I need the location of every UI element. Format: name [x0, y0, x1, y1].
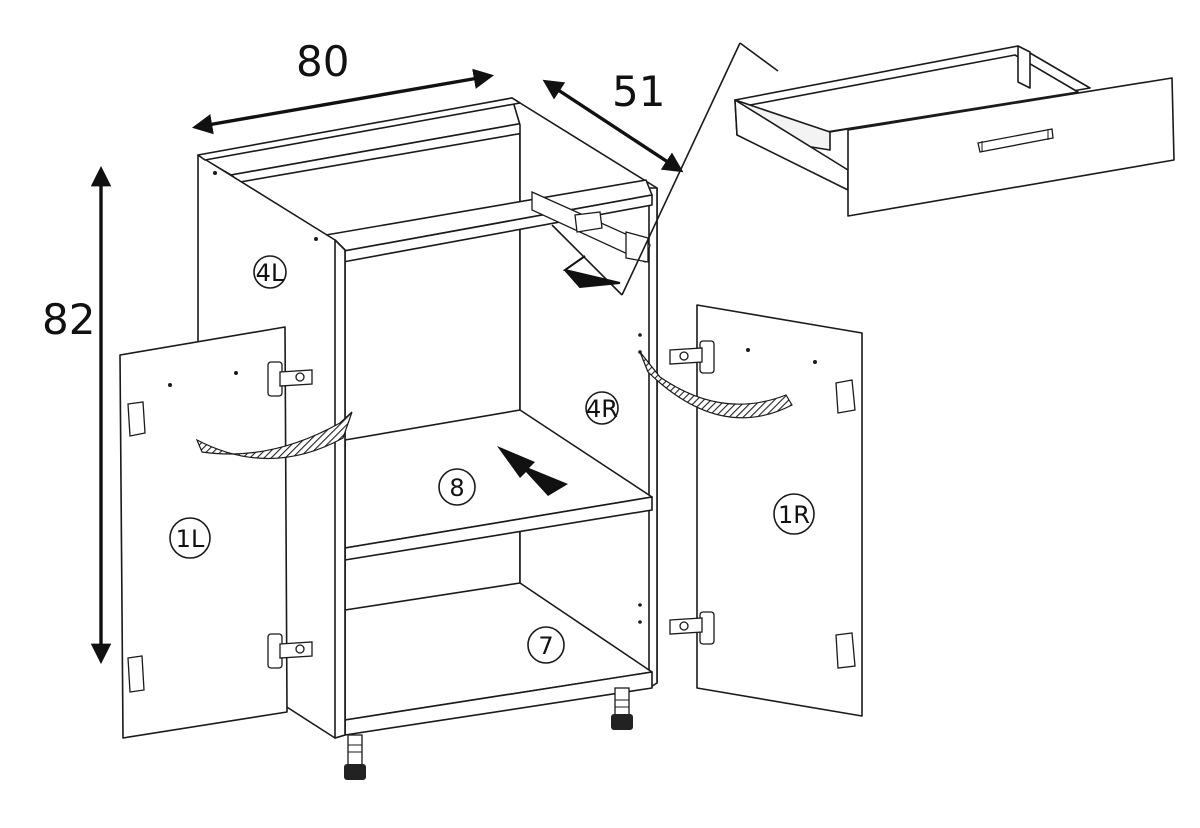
drawer-runner	[531, 42, 779, 296]
runner-direction-arrow	[562, 255, 621, 289]
hinge-right-bottom	[669, 611, 715, 645]
door-right-swing-arrow	[639, 351, 793, 419]
door-left	[119, 326, 313, 739]
hinge-left-bottom	[267, 633, 313, 669]
shelf-insert-arrow	[497, 446, 568, 496]
label-door-left: 1L	[169, 517, 211, 559]
svg-text:4L: 4L	[256, 259, 285, 287]
depth-dimension: 51	[542, 67, 684, 173]
width-dimension: 80	[191, 37, 495, 135]
leg-right	[611, 687, 633, 730]
leg-left	[344, 734, 366, 780]
label-door-right: 1R	[773, 493, 815, 535]
width-label: 80	[296, 37, 349, 86]
drawer-handle	[977, 128, 1054, 153]
depth-label: 51	[612, 67, 665, 116]
svg-text:7: 7	[538, 632, 553, 660]
width-arrow	[191, 68, 495, 135]
svg-text:1R: 1R	[778, 501, 810, 529]
door-left-swing-arrow	[195, 411, 353, 460]
door-right	[669, 304, 863, 717]
label-side-left: 4L	[253, 255, 287, 289]
height-dimension: 82	[42, 165, 112, 665]
cabinet-legs	[344, 687, 633, 780]
depth-arrow	[542, 79, 684, 173]
hinge-right-top	[669, 340, 715, 374]
height-label: 82	[42, 295, 95, 344]
label-shelf: 8	[438, 468, 476, 506]
svg-text:4R: 4R	[586, 395, 618, 423]
hinge-left-top	[267, 361, 313, 397]
svg-text:8: 8	[449, 474, 464, 502]
drawer-box	[734, 45, 1175, 217]
label-side-right: 4R	[585, 391, 619, 425]
drawer-front	[847, 77, 1175, 217]
label-bottom: 7	[527, 626, 565, 664]
svg-text:1L: 1L	[176, 525, 205, 553]
